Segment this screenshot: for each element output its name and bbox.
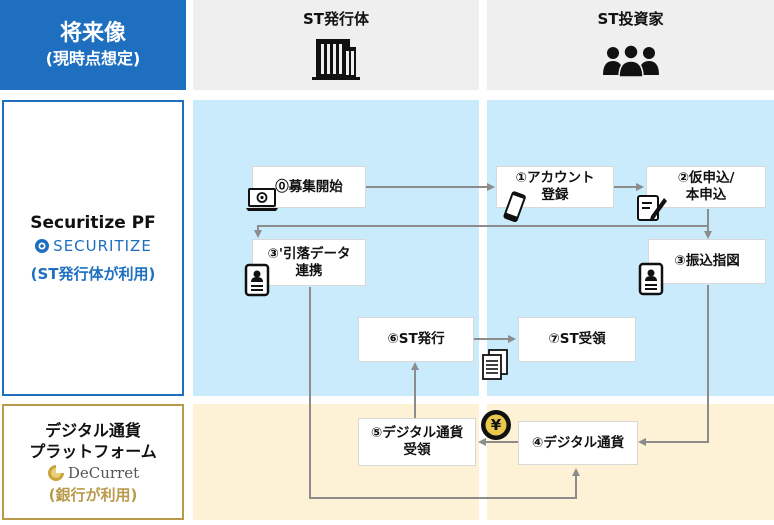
documents-stack-icon [482, 349, 508, 380]
arrow-s3a-to-s4 [309, 287, 580, 499]
securitize-note: (ST発行体が利用) [30, 264, 156, 283]
yen-coin-icon: ¥ [480, 409, 512, 441]
yen-coin-shape [481, 410, 511, 440]
column-header-investor-label: ST投資家 [597, 10, 664, 28]
people-group-icon [602, 44, 659, 78]
securitize-logo-text: SECURITIZE [53, 236, 152, 255]
step-3a-debit-data-link: ③'引落データ 連携 [252, 239, 366, 286]
step-4-digital-currency: ④デジタル通貨 [518, 421, 638, 465]
securitize-title: Securitize PF [30, 212, 156, 233]
decurret-title-line2: プラットフォーム [29, 441, 157, 461]
step-7-st-receipt: ⑦ST受領 [518, 317, 636, 362]
document-user-icon [244, 263, 270, 297]
decurret-logo-icon [47, 464, 64, 481]
step-3b-transfer-instruction: ③振込指図 [648, 239, 766, 284]
document-user-icon-investor [638, 262, 664, 296]
building-icon [312, 39, 360, 80]
column-header-issuer: ST発行体 [193, 0, 479, 90]
arrow-s2-to-s3a [254, 225, 708, 238]
header-subtitle: (現時点想定) [45, 49, 141, 68]
decurret-title-line1: デジタル通貨 [45, 420, 141, 440]
securitize-logo-icon [35, 238, 50, 253]
row-label-decurret: デジタル通貨 プラットフォーム DeCurret (銀行が利用) [2, 404, 184, 520]
column-header-investor: ST投資家 [487, 0, 774, 90]
decurret-logo: DeCurret [47, 464, 139, 482]
row-label-securitize: Securitize PF SECURITIZE (ST発行体が利用) [2, 100, 184, 396]
step-6-st-issuance: ⑥ST発行 [358, 317, 474, 362]
arrow-s3b-to-s4 [638, 285, 709, 446]
securitize-logo: SECURITIZE [34, 237, 152, 255]
yen-symbol: ¥ [490, 416, 502, 434]
header-title-cell: 将来像 (現時点想定) [0, 0, 186, 90]
decurret-logo-text: DeCurret [67, 463, 140, 482]
step-5-digital-currency-receipt: ⑤デジタル通貨 受領 [358, 418, 476, 466]
header-title: 将来像 [59, 21, 126, 46]
decurret-note: (銀行が利用) [48, 485, 138, 504]
step-2-application: ②仮申込/ 本申込 [646, 166, 766, 208]
form-pen-icon [637, 195, 667, 221]
laptop-icon [246, 188, 278, 211]
smartphone-icon [503, 191, 526, 223]
column-header-issuer-label: ST発行体 [302, 10, 370, 28]
